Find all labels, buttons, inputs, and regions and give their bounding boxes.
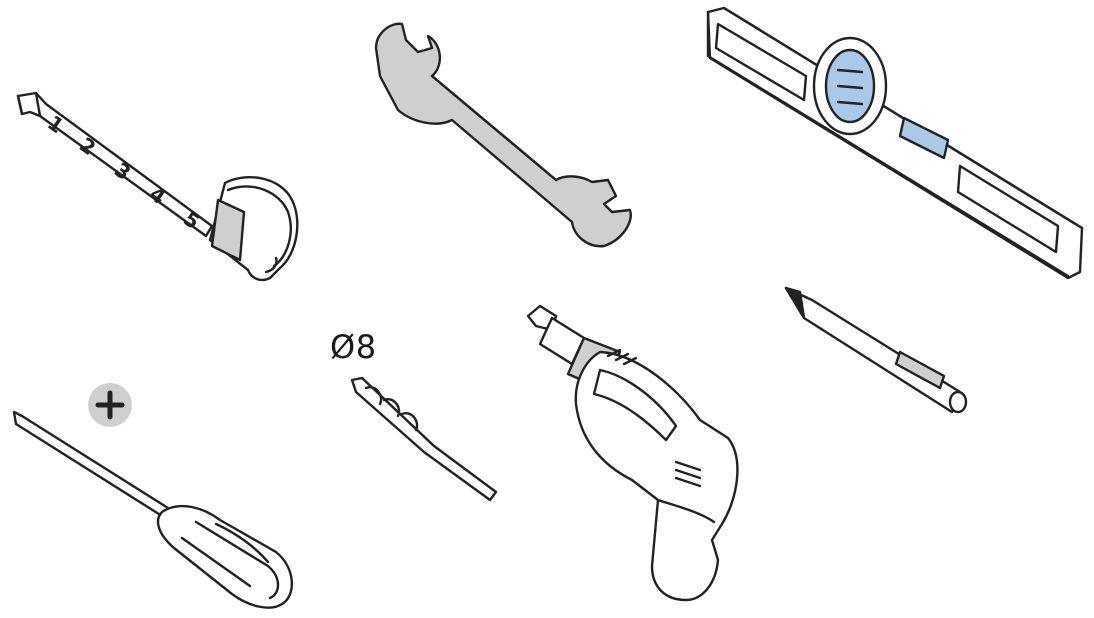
- tape-measure-icon: 1 2 3 4 5: [16, 91, 299, 282]
- open-end-wrench-icon: [374, 22, 632, 248]
- plus-icon: [95, 390, 125, 420]
- drill-bit-diameter-label: Ø8: [330, 328, 377, 366]
- pencil-icon: [784, 286, 968, 414]
- phillips-screwdriver-icon: [12, 383, 294, 609]
- drill-bit-icon: [350, 376, 498, 502]
- spirit-level-icon: [706, 6, 1084, 280]
- power-drill-icon: [526, 304, 739, 602]
